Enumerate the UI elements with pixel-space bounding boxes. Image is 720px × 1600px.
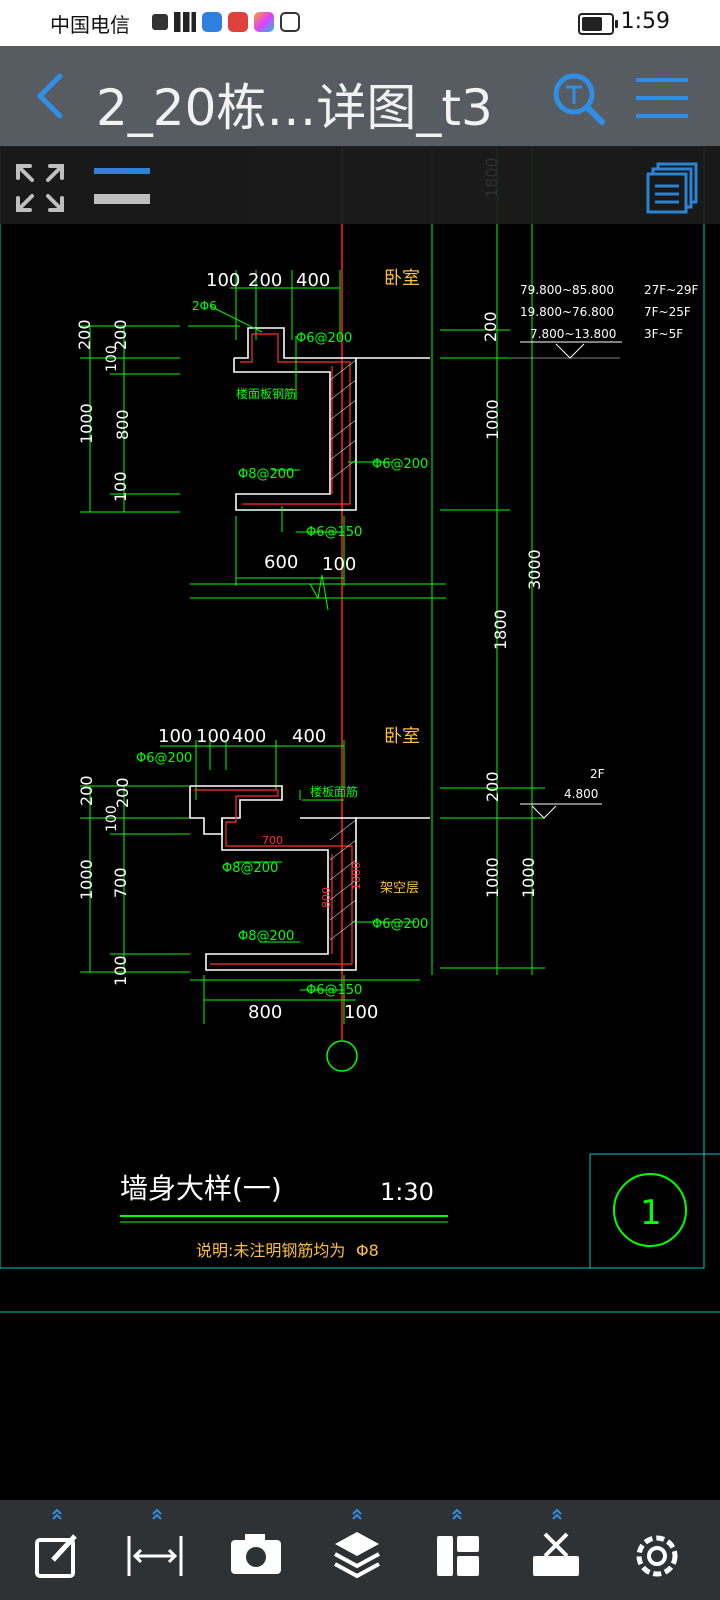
line-weight-icon[interactable]	[94, 164, 150, 208]
dim-label: 3000	[525, 549, 544, 590]
elevation-label: 4.800	[564, 787, 598, 801]
back-icon[interactable]	[30, 70, 70, 122]
battery-icon	[578, 13, 618, 35]
rebar-label: Φ6@150	[306, 983, 362, 998]
note-label: 楼板面筋	[310, 784, 358, 799]
detail-title: 墙身大样(一)	[120, 1172, 282, 1205]
dim-label: 800	[113, 409, 132, 440]
note-label: 架空层	[380, 881, 419, 896]
rebar-label: Φ8@200	[238, 929, 294, 944]
dim-label: 200	[113, 777, 132, 808]
dim-label: 800	[320, 887, 333, 908]
dim-label: 800	[248, 1002, 282, 1023]
settings-button[interactable]	[605, 1500, 705, 1600]
rebar-label: Φ6@150	[306, 525, 362, 540]
dim-label: 400	[296, 270, 330, 291]
layout-icon	[437, 1508, 479, 1576]
document-title: 2_20栋…详图_t3	[96, 79, 493, 137]
detail-bubble	[613, 1173, 687, 1247]
dim-label: 100	[104, 805, 120, 832]
dim-label: 100	[111, 471, 130, 502]
cloud-app-icon	[202, 12, 222, 32]
detail-note-rebar: Φ8	[356, 1241, 379, 1260]
cad-drawing-canvas[interactable]: 1800 100 200 400 卧室 2Φ6 Φ6@200 200 200 1…	[0, 146, 720, 1326]
rebar-label: 2Φ6	[192, 299, 217, 313]
camera-button[interactable]	[205, 1500, 305, 1600]
detail-note: 说明:未注明钢筋均为	[196, 1241, 345, 1260]
layout-button[interactable]	[405, 1500, 505, 1600]
dim-label: 400	[232, 726, 266, 747]
dim-label: 200	[77, 775, 96, 806]
dim-label: 200	[75, 319, 94, 350]
dim-label: 200	[248, 270, 282, 291]
dim-label: 200	[111, 319, 130, 350]
elevation-label: 7.800~13.800	[530, 327, 616, 341]
signal-icon	[174, 12, 196, 32]
drawing-frame	[0, 146, 705, 1269]
dim-label: 1000	[483, 399, 502, 440]
dim-label: 1000	[519, 857, 538, 898]
rebar-label: Φ6@200	[372, 457, 428, 472]
dim-label: 100	[158, 726, 192, 747]
dim-label: 100	[111, 955, 130, 986]
dim-label: 1000	[77, 403, 96, 444]
carrier-name: 中国电信	[50, 13, 130, 37]
hd-icon	[152, 14, 168, 30]
dim-label: 100	[104, 345, 120, 372]
dim-label: 1800	[491, 609, 510, 650]
layers-icon	[334, 1508, 380, 1579]
note-label: 楼面板钢筋	[236, 386, 296, 401]
measure-button[interactable]	[105, 1500, 205, 1600]
menu-icon[interactable]	[634, 76, 690, 120]
floor-label: 27F~29F	[644, 283, 698, 297]
clock: 1:59	[620, 9, 670, 34]
fullscreen-icon[interactable]	[14, 162, 66, 214]
rebar-label: Φ8@200	[238, 467, 294, 482]
detail-number: 1	[640, 1193, 662, 1233]
elevation-label: 79.800~85.800	[520, 283, 614, 297]
dim-label: 1000	[483, 857, 502, 898]
view-toolstrip	[0, 146, 720, 224]
camera-icon	[231, 1534, 281, 1574]
elevation-label: 19.800~76.800	[520, 305, 614, 319]
status-bar: 中国电信 1:59	[0, 0, 720, 46]
detail-scale: 1:30	[380, 1178, 434, 1206]
dim-label: 100	[344, 1002, 378, 1023]
status-icons	[152, 12, 300, 32]
settings-icon	[636, 1535, 678, 1577]
tools-button[interactable]	[505, 1500, 605, 1600]
room-label: 卧室	[384, 268, 420, 289]
rebar-label: Φ6@200	[136, 751, 192, 766]
dim-label: 200	[481, 311, 500, 342]
edit-button[interactable]	[5, 1500, 105, 1600]
floor-label: 2F	[590, 767, 605, 781]
sheets-icon[interactable]	[646, 162, 698, 214]
rebar-label: Φ6@200	[296, 331, 352, 346]
layers-button[interactable]	[305, 1500, 405, 1600]
dim-label: 100	[322, 554, 356, 575]
rebar-label: Φ8@200	[222, 861, 278, 876]
book-app-icon	[228, 12, 248, 32]
dim-label: 1000	[77, 859, 96, 900]
dim-label: 600	[264, 552, 298, 573]
dim-label: 400	[292, 726, 326, 747]
search-text-icon[interactable]	[550, 70, 606, 126]
dim-label: 100	[196, 726, 230, 747]
measure-icon	[127, 1508, 183, 1576]
rebar-label: Φ6@200	[372, 917, 428, 932]
dim-label: 700	[262, 834, 283, 847]
dim-label: 1800	[350, 862, 363, 890]
floor-label: 7F~25F	[644, 305, 691, 319]
dim-label: 100	[206, 270, 240, 291]
bottom-toolbar	[0, 1500, 720, 1600]
edit-icon	[35, 1508, 77, 1578]
dim-label: 700	[111, 867, 130, 898]
bag-app-icon	[280, 12, 300, 32]
toolbox-icon	[533, 1508, 579, 1576]
dim-label: 200	[483, 771, 502, 802]
color-app-icon	[254, 12, 274, 32]
room-label: 卧室	[384, 726, 420, 747]
title-bar: 2_20栋…详图_t3	[0, 46, 720, 146]
floor-label: 3F~5F	[644, 327, 683, 341]
